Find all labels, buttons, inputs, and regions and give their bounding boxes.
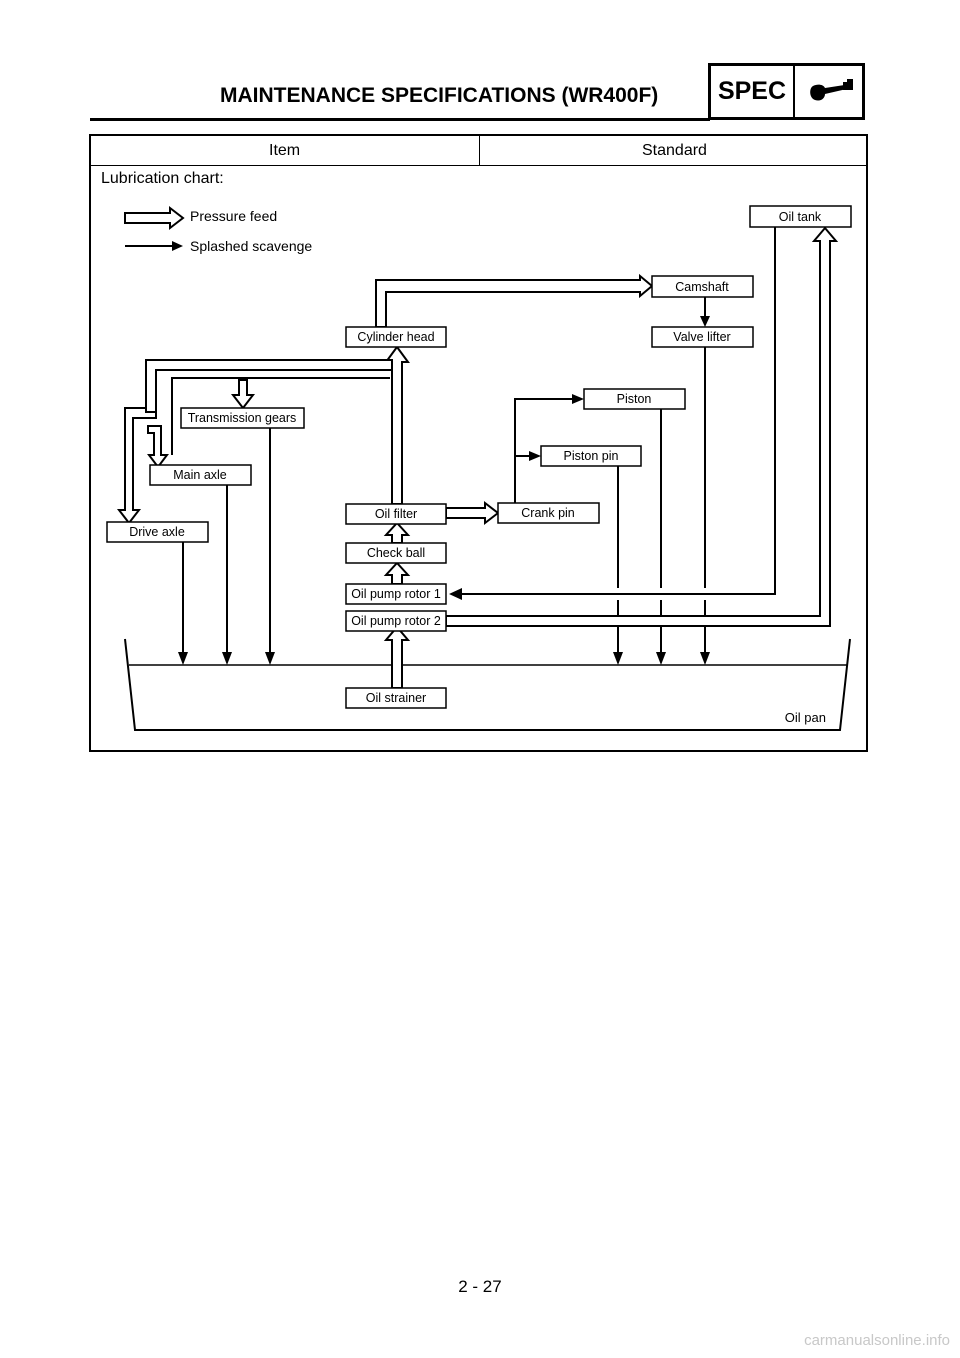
label-drive-axle: Drive axle (129, 525, 185, 539)
box-oil-tank: Oil tank (749, 205, 852, 228)
table-header-divider (479, 136, 480, 165)
label-oil-pump-rotor-1: Oil pump rotor 1 (351, 587, 441, 601)
label-oil-strainer: Oil strainer (366, 691, 426, 705)
box-drive-axle: Drive axle (106, 521, 209, 543)
flow-checkball-to-filter (383, 521, 411, 544)
flow-tank-to-rotor1 (449, 227, 776, 600)
box-oil-filter: Oil filter (345, 503, 447, 525)
box-check-ball: Check ball (345, 542, 447, 564)
legend-pressure-label: Pressure feed (190, 208, 277, 224)
flow-rotor2-to-tank (445, 226, 839, 627)
label-oil-tank: Oil tank (779, 210, 822, 224)
page-title: MAINTENANCE SPECIFICATIONS (WR400F) (220, 84, 659, 107)
legend-pressure-arrow (124, 205, 185, 231)
label-oil-pan: Oil pan (785, 710, 826, 725)
scavenge-drops (178, 347, 710, 665)
wrench-icon (810, 79, 853, 101)
flow-to-main-axle (147, 425, 169, 469)
label-camshaft: Camshaft (675, 280, 729, 294)
table-header-rule (91, 165, 866, 166)
label-cylinder-head: Cylinder head (357, 330, 434, 344)
box-cylinder-head: Cylinder head (345, 326, 447, 348)
label-check-ball: Check ball (367, 546, 425, 560)
label-oil-filter: Oil filter (375, 507, 417, 521)
label-oil-pump-rotor-2: Oil pump rotor 2 (351, 614, 441, 628)
box-piston-pin: Piston pin (540, 445, 642, 467)
label-valve-lifter: Valve lifter (673, 330, 730, 344)
label-piston-pin: Piston pin (564, 449, 619, 463)
box-oil-pump-rotor-1: Oil pump rotor 1 (345, 583, 447, 605)
box-oil-strainer: Oil strainer (345, 687, 447, 709)
column-header-standard: Standard (642, 142, 707, 159)
flow-to-transmission (145, 359, 393, 413)
box-camshaft: Camshaft (651, 275, 754, 298)
label-crank-pin: Crank pin (521, 506, 575, 520)
box-oil-pump-rotor-2: Oil pump rotor 2 (345, 610, 447, 632)
label-main-axle: Main axle (173, 468, 227, 482)
spec-table: Item Standard Lubrication chart: (89, 134, 868, 752)
flow-camshaft-to-valve (700, 297, 710, 327)
oil-pan-outline (124, 638, 851, 731)
label-transmission-gears: Transmission gears (188, 411, 297, 425)
header-rule (90, 118, 710, 121)
legend-scavenge-arrow (125, 241, 183, 251)
box-crank-pin: Crank pin (497, 502, 600, 524)
page-number: 2 - 27 (458, 1277, 502, 1296)
legend-scavenge-label: Splashed scavenge (190, 238, 312, 254)
flow-to-transmission-gears (171, 377, 390, 455)
flow-filter-to-crankpin (445, 500, 500, 526)
column-header-item: Item (269, 142, 301, 159)
box-piston: Piston (583, 388, 686, 410)
watermark: carmanualsonline.info (804, 1332, 950, 1349)
flow-rotor1-to-checkball (383, 561, 411, 585)
flow-to-drive-axle (116, 407, 157, 525)
box-transmission-gears: Transmission gears (180, 407, 305, 429)
flow-crank-to-piston (514, 394, 584, 503)
flow-cylhead-to-camshaft (375, 273, 654, 328)
lubrication-chart-label: Lubrication chart: (101, 170, 224, 187)
spec-label: SPEC (711, 66, 795, 117)
flow-strainer-to-rotor2 (383, 625, 411, 689)
box-valve-lifter: Valve lifter (651, 326, 754, 348)
box-main-axle: Main axle (149, 464, 252, 486)
spec-badge: SPEC (708, 63, 865, 120)
label-piston: Piston (617, 392, 652, 406)
